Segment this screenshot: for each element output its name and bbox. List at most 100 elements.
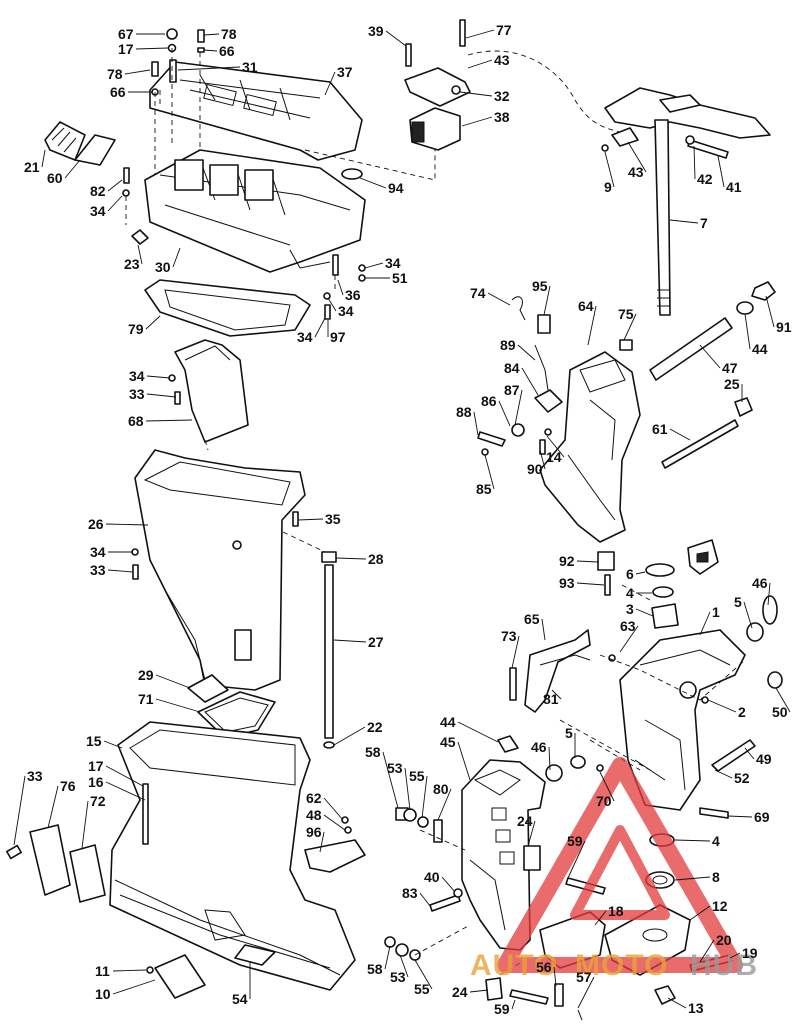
callout-label-74: 74 [470,285,486,301]
leader-line-33a [146,393,177,398]
leader-line-50 [775,687,791,713]
cable-dashed [467,50,621,133]
rod-61 [661,419,739,469]
callout-label-1: 1 [712,604,720,620]
leader-line-44b [457,721,499,743]
leader-line-24a [527,820,536,847]
callout-label-69: 69 [754,809,770,825]
leader-line-1 [699,611,711,636]
leader-line-17b [105,765,144,787]
callout-label-53a: 53 [387,760,403,776]
callout-label-73: 73 [501,628,517,644]
leader-line-23 [137,244,143,265]
callout-label-33b: 33 [90,562,106,578]
leader-line-33c [13,775,26,846]
callout-label-18: 18 [608,903,624,919]
leader-line-91 [765,295,775,328]
leader-line-95 [543,285,551,316]
leader-line-63 [619,625,639,653]
callout-label-41: 41 [726,179,742,195]
callout-label-58b: 58 [367,961,383,977]
callout-label-71: 71 [138,691,154,707]
leader-line-12 [689,905,711,921]
callout-label-24a: 24 [517,813,533,829]
leader-line-31 [177,66,241,71]
callout-label-4b: 4 [712,833,720,849]
callout-label-37: 37 [337,64,353,80]
callout-label-8: 8 [712,869,720,885]
leader-line-28 [335,557,367,560]
leader-line-7 [669,219,699,224]
callout-label-43a: 43 [494,52,510,68]
callout-label-17b: 17 [88,758,104,774]
callout-label-34d: 34 [297,329,313,345]
leader-line-65 [541,618,546,641]
leader-line-78b [124,69,151,75]
watermark-text: AUTO MOTO HUB [470,949,758,982]
callout-label-90: 90 [527,461,543,477]
leader-line-47 [699,344,721,369]
callout-label-25: 25 [724,376,740,392]
leader-line-37 [324,71,336,96]
leader-line-21 [41,149,46,168]
dash-leaders-top-left [125,48,436,290]
callout-label-95: 95 [532,278,548,294]
leader-line-56 [553,966,557,987]
leader-line-35 [297,518,324,521]
leader-line-18 [594,910,607,926]
callout-label-59a: 59 [567,833,583,849]
leader-line-49 [744,747,755,760]
callout-label-34f: 34 [90,544,106,560]
leader-line-11 [112,969,147,972]
leader-line-90 [539,449,546,470]
exhaust-tube-68 [174,339,249,443]
callout-label-2: 2 [738,704,746,720]
callout-label-75: 75 [618,306,634,322]
callout-label-5a: 5 [734,594,742,610]
leader-line-73 [511,635,520,669]
leader-line-44a [744,313,751,350]
leader-line-80 [437,788,452,821]
callout-label-67: 67 [118,26,134,42]
leader-line-53a [404,767,411,811]
callout-label-46a: 46 [752,575,768,591]
callout-label-57: 57 [576,969,592,985]
plates-76-72 [6,824,106,903]
callout-label-49: 49 [756,751,772,767]
callout-label-39: 39 [368,23,384,39]
leader-line-69 [727,815,753,818]
module-38 [409,107,461,151]
watermark-hub: HUB [690,949,758,982]
callout-label-12: 12 [712,898,728,914]
leader-line-60 [64,159,81,179]
callout-label-46b: 46 [531,739,547,755]
callout-label-10: 10 [95,986,111,1002]
callout-label-48: 48 [306,807,322,823]
swivel-bracket-64 [539,339,641,543]
leader-line-34a [107,195,123,212]
leader-line-34c [327,297,337,312]
leader-line-62 [323,797,344,821]
callout-label-45: 45 [440,734,456,750]
callout-label-53b: 53 [390,969,406,985]
callout-label-84: 84 [504,360,520,376]
callout-label-6a: 6 [626,566,634,582]
leader-line-32 [459,91,493,97]
cover-10 [146,954,206,999]
leader-line-96 [319,831,325,853]
leader-line-68 [145,419,193,422]
callout-label-80: 80 [433,781,449,797]
seal-21 [44,121,86,161]
callout-label-27: 27 [368,634,384,650]
callout-label-52: 52 [734,770,750,786]
leader-line-79 [145,315,161,330]
leader-line-14 [546,435,565,458]
callout-label-82: 82 [90,183,106,199]
leader-line-22 [333,726,366,746]
callout-label-14: 14 [546,449,562,465]
callout-label-76: 76 [60,778,76,794]
leader-line-29 [155,674,191,689]
callout-label-54: 54 [232,991,248,1007]
